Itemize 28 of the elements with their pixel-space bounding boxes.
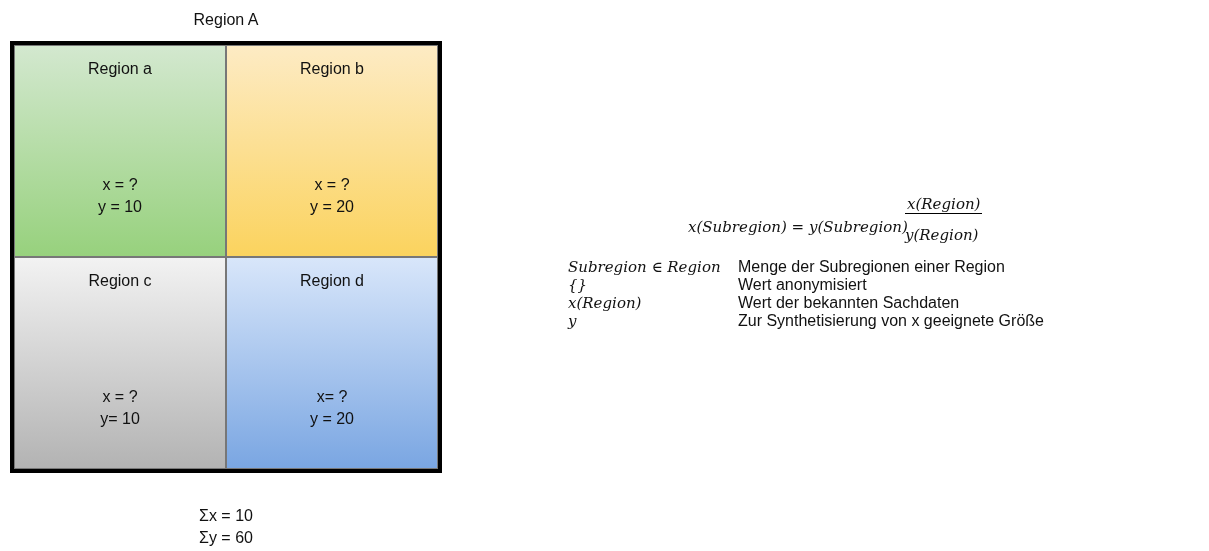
sum-text: Σy = 60 [198,529,254,547]
region-cell [14,45,226,257]
description-text: Zur Synthetisierung von x geeignete Größe [738,312,1044,330]
value-text: y = 20 [309,410,355,428]
value-text: y = 10 [97,198,143,216]
region-name: Region A [192,11,260,29]
formula-text: x(Region) [568,294,642,312]
description-text: Menge der Subregionen einer Region [738,258,1005,276]
description-text: Wert anonymisiert [738,276,867,294]
region-name: Region b [298,60,365,78]
region-name: Region c [87,272,153,290]
value-text: x = ? [101,388,139,406]
region-cell [14,257,226,469]
region-name: Region a [86,60,153,78]
region-cell [226,45,438,257]
value-text: x= ? [315,388,349,406]
value-text: x = ? [101,176,139,194]
value-text: y= 10 [99,410,141,428]
formula-text: y [568,312,577,330]
formula-text: {} [568,276,588,294]
sum-text: Σx = 10 [198,507,254,525]
region-cell [226,257,438,469]
formula-text: Subregion ∈ Region [568,258,721,276]
description-text: Wert der bekannten Sachdaten [738,294,960,312]
value-text: y = 20 [309,198,355,216]
value-text: x = ? [313,176,351,194]
region-name: Region d [298,272,365,290]
formula-text: x(Region) [905,195,983,214]
